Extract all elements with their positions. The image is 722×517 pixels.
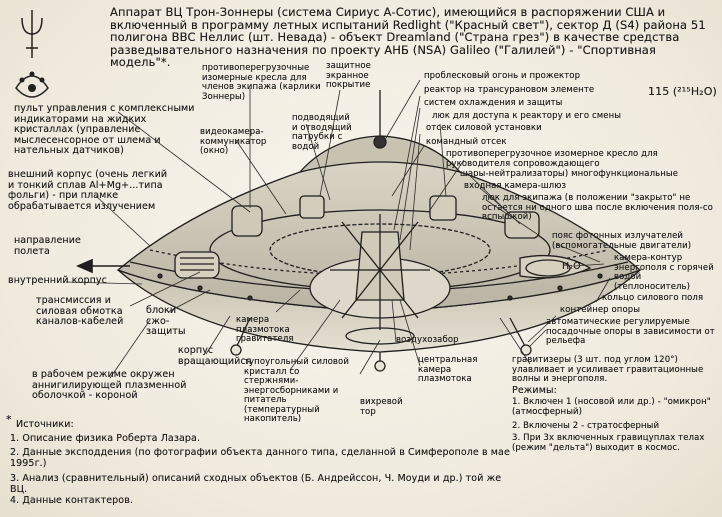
label-engine-room-connection: подводящий и отводящий патрубки с водой	[292, 113, 352, 152]
label-h2o: H₂O	[562, 261, 581, 272]
label-fuel-element-crystal: тупоугольный силовой кристалл со стержня…	[244, 357, 349, 424]
sources-title: Источники:	[16, 419, 74, 430]
header-text: Аппарат ВЦ Трон-Зоннеры (система Сириус …	[110, 5, 706, 69]
mode-item: 3. При 3х включенных гравицуплах телах (…	[512, 433, 705, 453]
label-overload-chair-pilots: противоперегрузочные изомерные кресла дл…	[202, 63, 321, 102]
flight-direction-arrow	[75, 258, 130, 274]
formula-text: 115 (²¹⁵H₂O)	[648, 85, 717, 98]
label-automatic-supports: автоматические регулируемые посадочные о…	[546, 317, 715, 346]
label-inner-hull: внутренний корпус	[8, 275, 107, 286]
label-support-container: контейнер опоры	[560, 305, 641, 315]
label-control-panel: пульт управления с комплексными индикато…	[14, 103, 195, 156]
symbol-trident-icon	[21, 10, 43, 58]
label-air-intake: воздухозабор	[396, 335, 459, 345]
label-central-plasma-camera: центральная камера плазмотока	[418, 355, 478, 384]
label-vortex-torus: вихревой тор	[360, 397, 403, 417]
leader-lines	[65, 79, 611, 379]
source-item: 2. Данные эксподдения (по фотографии объ…	[10, 447, 510, 469]
source-item: 4. Данные контактеров.	[10, 495, 134, 506]
label-flight-direction: направление полета	[14, 235, 81, 257]
label-rotating-body: корпус вращающийся	[178, 345, 252, 367]
label-photon-emitters-belt: пояс фотонных излучателей (вспомогательн…	[552, 231, 692, 251]
label-ball-neutralizers: шары-нейтрализаторы) многофункциональные	[460, 169, 679, 179]
label-plasma-camera-gravitator: камера плазмотока гравитателя	[236, 315, 294, 344]
source-item: 1. Описание физика Роберта Лазара.	[10, 433, 201, 444]
label-camera-contour: камера-контур энергополя с горячей водой…	[614, 253, 714, 292]
label-protective-screen: защитное экранное покрытие	[326, 61, 371, 90]
label-gravitizers: гравитизеры (3 шт. под углом 120°) улавл…	[512, 355, 704, 384]
label-reactor-hatch: люк для доступа к реактору и его смены	[432, 111, 622, 121]
label-overload-chair-commander: противоперегрузочное изомерное кресло дл…	[446, 149, 658, 169]
label-power-compartment: отсек силовой установки	[426, 123, 542, 133]
modes-title: Режимы:	[512, 385, 557, 396]
mode-item: 2. Включены 2 - стратосферный	[512, 421, 660, 431]
mode-item: 1. Включен 1 (носовой или др.) - "омикро…	[512, 397, 711, 417]
label-protection-blocks: блоки сжо-защиты	[146, 305, 186, 337]
label-video-communicator: видеокамера-коммуникатор (окно)	[200, 127, 267, 156]
source-item: 3. Анализ (сравнительный) описаний сходн…	[10, 473, 502, 495]
saucer-body	[116, 90, 642, 372]
label-entry-camera: входная камера-шлюз	[464, 181, 567, 191]
label-transuranium-reactor: реактор на трансурановом элементе	[424, 85, 595, 95]
symbol-dotted-arc-icon	[15, 71, 49, 98]
label-transmission: трансмиссия и силовая обмотка каналов-ка…	[36, 295, 124, 327]
label-power-field-ring: кольцо силового поля	[602, 293, 704, 303]
label-command-compartment: командный отсек	[426, 137, 507, 147]
label-outer-hull: внешний корпус (очень легкий и тонкий сп…	[8, 169, 168, 212]
label-cooling-system: систем охлаждения и защиты	[424, 98, 563, 108]
asterisk-mark: *	[6, 413, 12, 426]
label-crew-hatch: люк для экипажа (в положении "закрыто" н…	[482, 193, 713, 222]
label-flashing-light: проблесковый огонь и прожектор	[424, 71, 581, 81]
label-working-mode: в рабочем режиме окружен аннигилирующей …	[32, 369, 187, 401]
